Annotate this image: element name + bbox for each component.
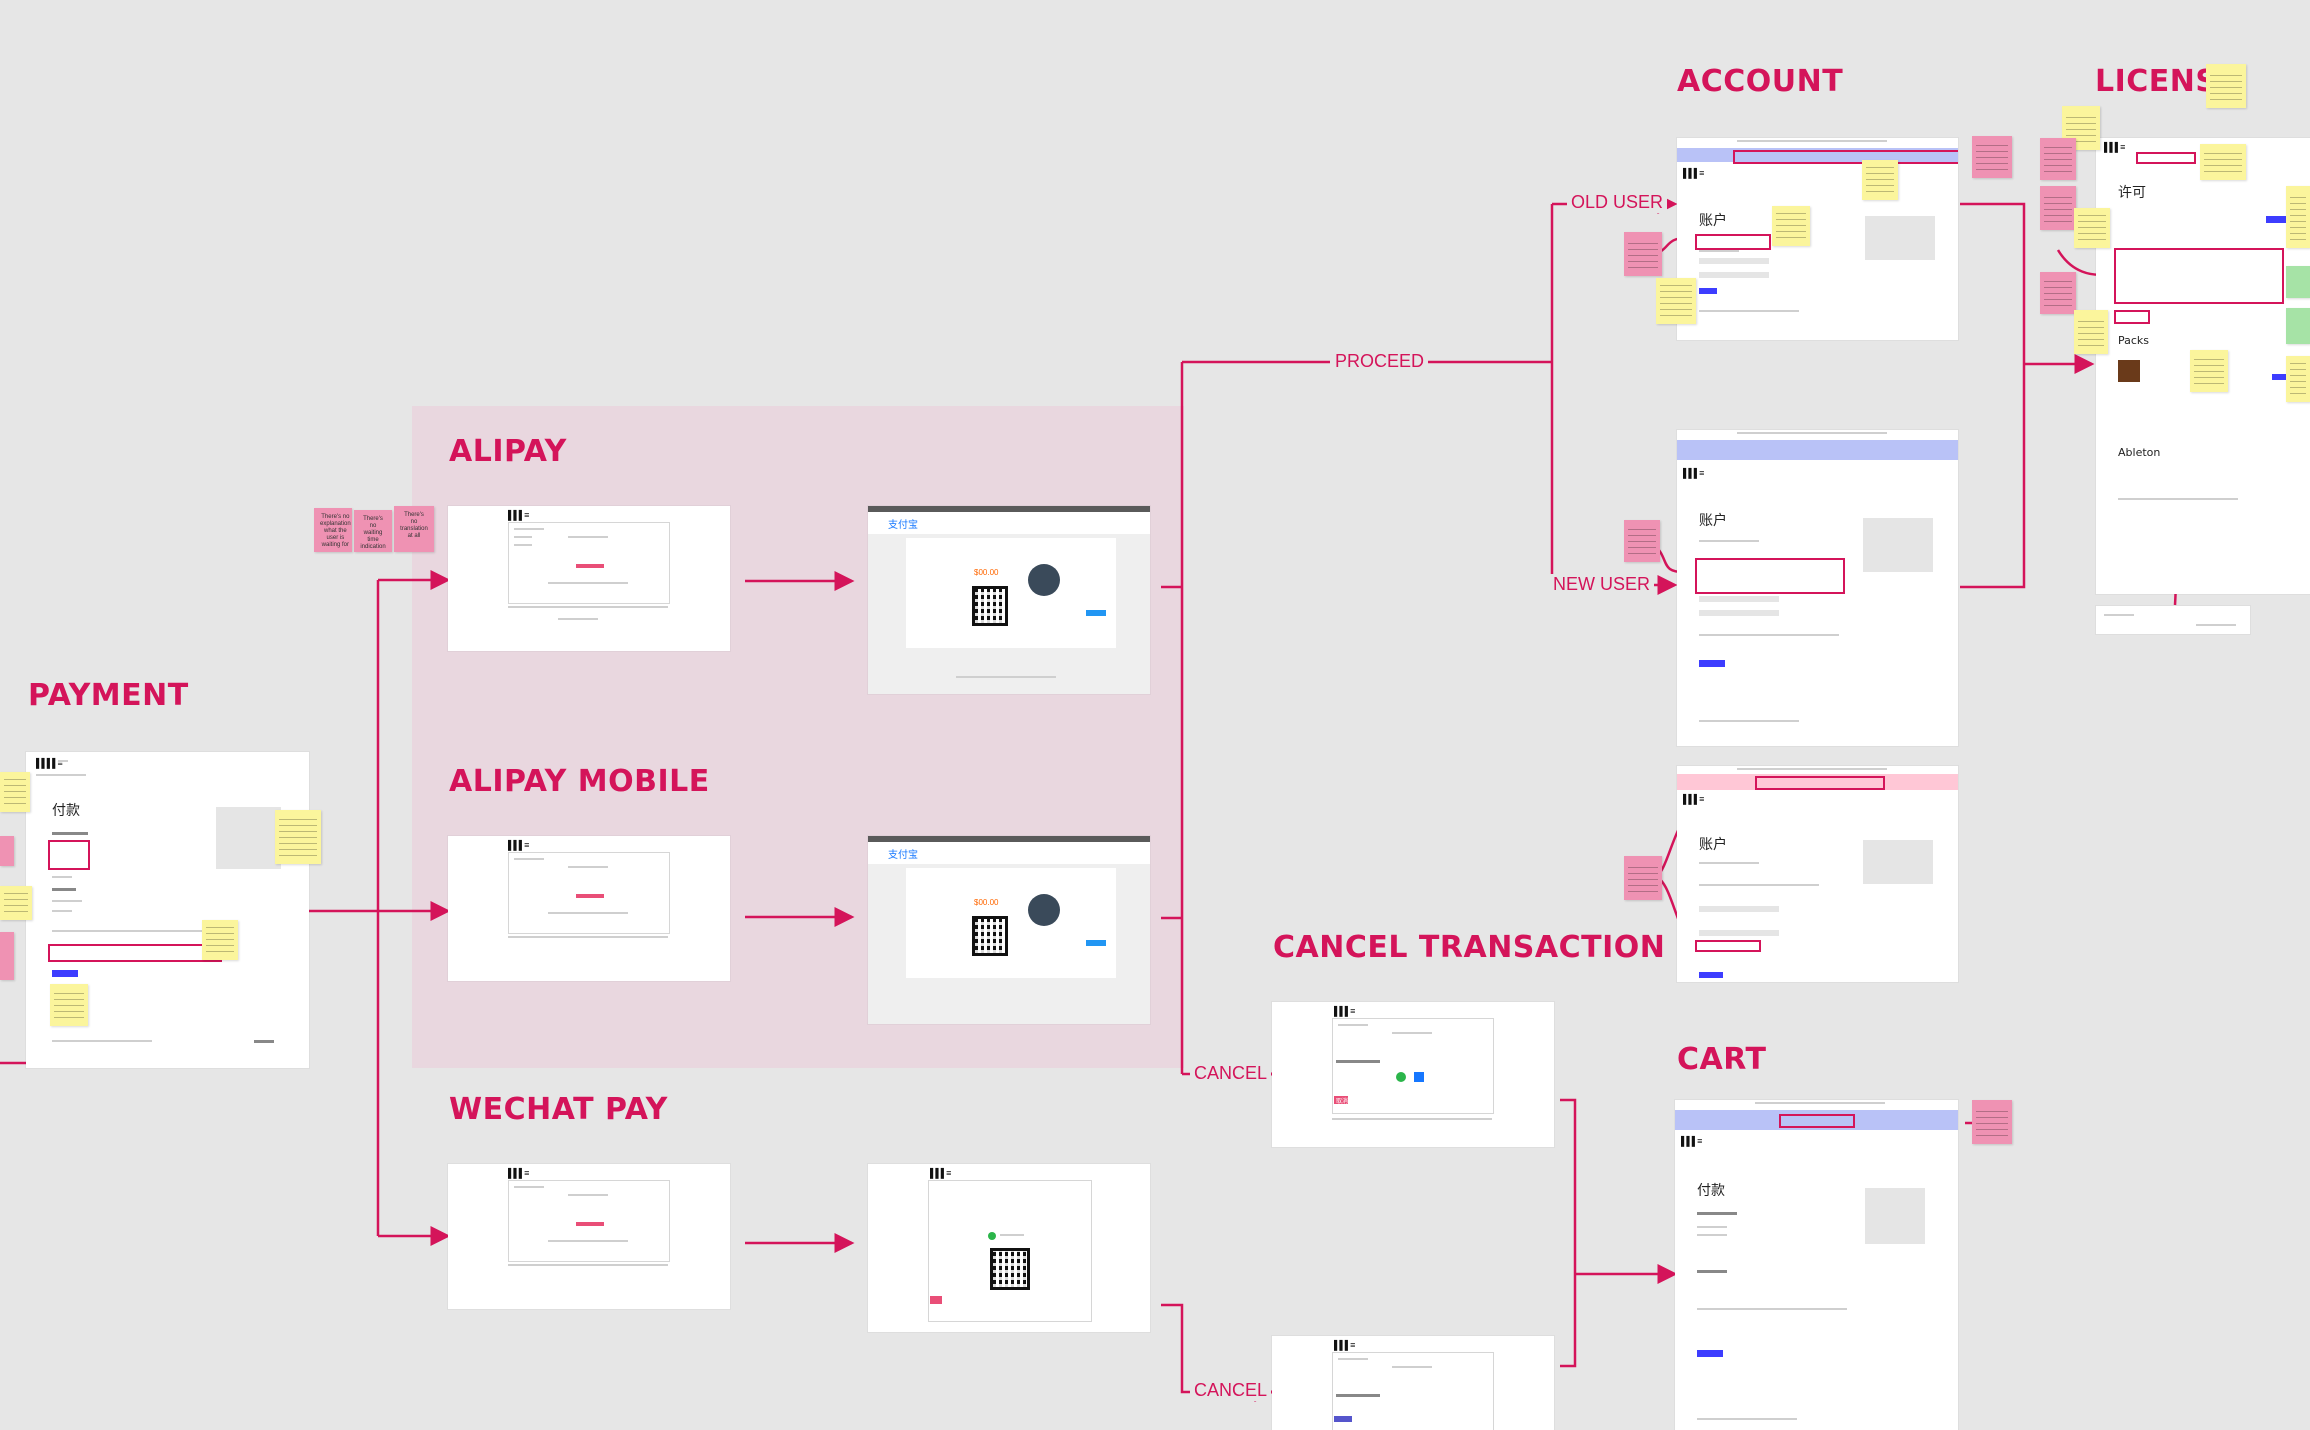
payment-title: 付款 — [52, 803, 80, 819]
alipay-mobile-logo: 支付宝 — [888, 850, 918, 861]
alipay-logo: 支付宝 — [888, 520, 918, 531]
cart-screen[interactable]: ▌▌▌≡ 付款 — [1675, 1100, 1958, 1430]
alipay-mobile-landing-screen[interactable]: ▌▌▌≡ — [448, 836, 730, 981]
sticky-note — [2206, 64, 2246, 108]
account-new-user-screen[interactable]: ▌▌▌≡ 账户 — [1677, 430, 1958, 746]
brand-logo: ▌▌▌▌≡ — [36, 758, 63, 768]
sticky-note — [275, 810, 321, 864]
sticky-note — [2200, 144, 2246, 180]
alipay-mobile-qr-code — [972, 916, 1008, 956]
highlight-method — [48, 840, 90, 870]
alipay-qr-screen[interactable]: 支付宝 $00.00 — [868, 506, 1150, 694]
sticky-note — [2074, 208, 2110, 248]
license-subscreen — [2096, 606, 2250, 634]
highlight-banner — [1733, 150, 1958, 164]
account-old-user-screen[interactable]: ▌▌▌≡ 账户 — [1677, 138, 1958, 340]
account-third-title: 账户 — [1699, 837, 1727, 853]
alipay-amount: $00.00 — [974, 568, 999, 577]
heading-account: ACCOUNT — [1677, 64, 1844, 99]
cart-submit[interactable] — [1697, 1350, 1723, 1357]
license-title: 许可 — [2118, 185, 2146, 201]
sticky-note — [0, 886, 32, 920]
pay-button[interactable] — [52, 970, 78, 977]
cancel-transaction-screen-1[interactable]: ▌▌▌≡ 取消 — [1272, 1002, 1554, 1147]
heading-alipay-mobile: ALIPAY MOBILE — [449, 764, 710, 799]
sticky-note — [1656, 278, 1696, 324]
account-new-title: 账户 — [1699, 513, 1727, 529]
wechat-cancel-button[interactable] — [930, 1296, 942, 1304]
cancel-button[interactable] — [1334, 1096, 1348, 1104]
highlight-new-customer — [1695, 558, 1845, 594]
sticky-note — [2040, 272, 2076, 314]
cancel-transaction-screen-2[interactable]: ▌▌▌≡ — [1272, 1336, 1554, 1430]
highlight-login — [1695, 234, 1771, 250]
sticky-note — [2040, 186, 2076, 230]
sticky-note — [50, 984, 88, 1026]
sticky-note — [1972, 1100, 2012, 1144]
sticky-note — [2286, 308, 2310, 344]
highlight-password — [1695, 940, 1761, 952]
sticky-note — [202, 920, 238, 960]
license-packs: Packs — [2118, 334, 2150, 347]
sticky-note — [0, 932, 14, 980]
heading-payment: PAYMENT — [28, 678, 189, 713]
alipay-landing-screen[interactable]: ▌▌▌≡ — [448, 506, 730, 651]
sticky-note — [2286, 266, 2310, 298]
highlight-terms — [48, 944, 222, 962]
highlight-error-banner — [1755, 776, 1885, 790]
account-new-submit[interactable] — [1699, 660, 1725, 667]
highlight-cart-banner — [1779, 1114, 1855, 1128]
sticky-note — [2286, 356, 2310, 402]
sticky-note — [1862, 160, 1898, 200]
account-old-submit[interactable] — [1699, 288, 1717, 294]
sticky-note — [0, 772, 30, 812]
sticky-note: There's no translation at all — [394, 506, 434, 552]
sticky-note — [1624, 232, 1662, 276]
license-brand: Ableton — [2118, 446, 2161, 459]
heading-wechat-pay: WECHAT PAY — [449, 1092, 668, 1127]
cancel-text: 取消 — [1336, 1099, 1349, 1105]
heading-cart: CART — [1677, 1042, 1767, 1077]
highlight-nav — [2136, 152, 2196, 164]
flow-label-old-user: OLD USER — [1567, 192, 1668, 213]
highlight-info — [2114, 248, 2284, 304]
sticky-note — [1772, 206, 1810, 246]
highlight-button — [2114, 310, 2150, 324]
account-error-screen[interactable]: ▌▌▌≡ 账户 — [1677, 766, 1958, 982]
account-old-title: 账户 — [1699, 213, 1727, 229]
sticky-note: There's no explanation what the user is … — [314, 508, 352, 552]
sticky-note — [2286, 186, 2310, 248]
sticky-note — [2074, 310, 2108, 354]
flow-label-new-user: NEW USER — [1549, 574, 1655, 595]
wechat-qr-screen[interactable]: ▌▌▌≡ — [868, 1164, 1150, 1332]
sticky-note — [2040, 138, 2076, 180]
sticky-note — [1624, 520, 1660, 562]
sticky-note — [2190, 350, 2228, 392]
heading-cancel-transaction: CANCEL TRANSACTION — [1273, 930, 1666, 965]
sticky-text: There's no explanation what the user is … — [320, 514, 351, 548]
alipay-mobile-qr-screen[interactable]: 支付宝 $00.00 — [868, 836, 1150, 1024]
heading-alipay: ALIPAY — [449, 434, 567, 469]
cart-title: 付款 — [1697, 1183, 1725, 1199]
flow-label-proceed: PROCEED — [1331, 351, 1429, 372]
sticky-note — [1624, 856, 1662, 900]
account-third-submit[interactable] — [1699, 972, 1723, 978]
flow-label-cancel-1: CANCEL — [1190, 1063, 1272, 1084]
alipay-mobile-amount: $00.00 — [974, 898, 999, 907]
sticky-text: There's no translation at all — [400, 512, 428, 539]
flow-label-cancel-2: CANCEL — [1190, 1380, 1272, 1401]
wechat-qr-code — [990, 1248, 1030, 1290]
sticky-note — [1972, 136, 2012, 178]
sticky-note: There's no waiting time indication — [354, 510, 392, 552]
sticky-text: There's no waiting time indication — [360, 516, 386, 550]
wechat-landing-screen[interactable]: ▌▌▌≡ — [448, 1164, 730, 1309]
sticky-note — [0, 836, 14, 866]
alipay-qr-code — [972, 586, 1008, 626]
